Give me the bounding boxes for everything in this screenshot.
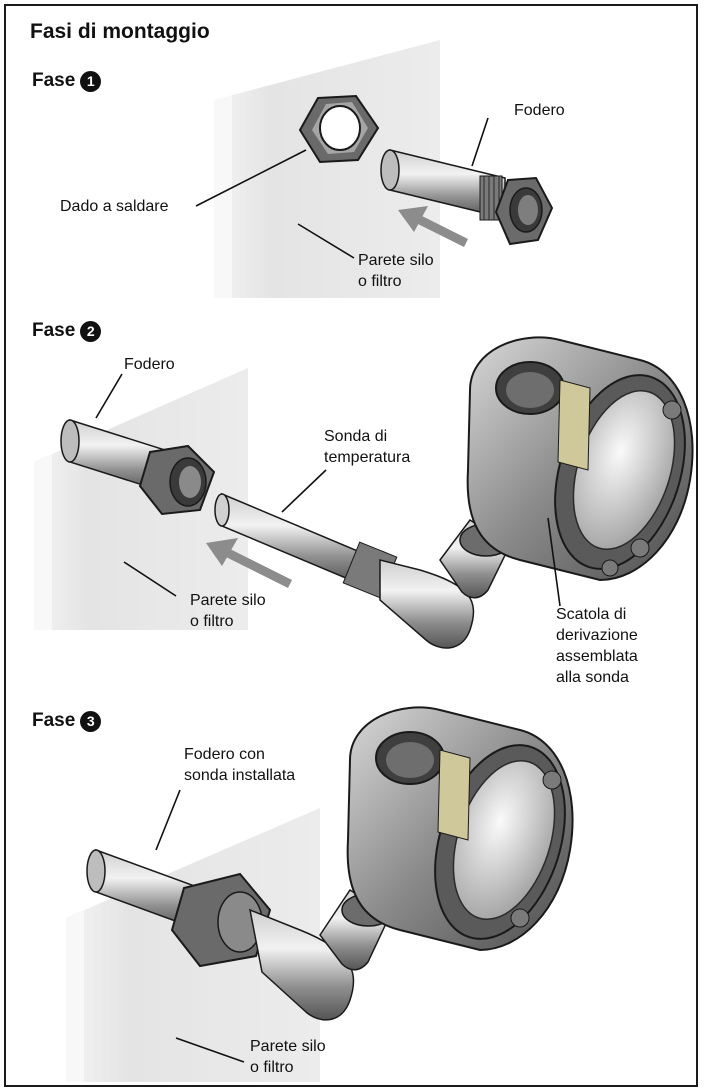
phase-3-sheath-icon [86,848,272,968]
phase-3-sheath-installed-label: Fodero con sonda installata [184,746,296,784]
phase-1-number-badge: 1 [80,70,102,92]
phase-2-junction-box-label: Scatola di derivazione assemblata alla s… [556,606,638,686]
phase-1-sheath-icon [380,149,554,246]
phase-3-number-badge: 3 [80,710,102,732]
phase-3-heading: Fase 3 [32,710,102,732]
phase-2-probe-label: Sonda di temperatura [324,428,411,466]
phase-2-leaders [95,373,561,607]
phase-1-heading: Fase 1 [32,70,102,92]
phase-1-wall [214,40,440,298]
phase-1-wall-label: Parete silo o filtro [358,252,434,290]
phase-3-junction-box-icon [346,706,574,952]
phase-3-wall-label: Parete silo o filtro [250,1038,326,1076]
phase-3-label: Fase [32,710,76,731]
phase-2-wall [34,368,248,630]
phase-2-number-badge: 2 [80,320,102,342]
phase-2-sheath-icon [60,418,216,516]
phase-2-wall-label: Parete silo o filtro [190,592,266,630]
elbow-pipe-icon [379,518,513,649]
phase-3-leaders [155,789,245,1063]
phase-1-label: Fase [32,70,76,91]
junction-box-icon [466,336,694,582]
phase-2-arrow-icon [206,538,293,589]
insertion-arrow-icon [398,206,469,248]
phase-2-label: Fase [32,320,76,341]
phase-1-sheath-label: Fodero [514,102,565,119]
phase-1-weld-nut-label: Dado a saldare [60,198,169,215]
phase-2-heading: Fase 2 [32,320,102,342]
weld-nut-icon [298,94,380,164]
phase-2-sheath-label: Fodero [124,356,175,373]
phase-1-leaders [195,117,489,259]
page-title: Fasi di montaggio [30,20,210,43]
